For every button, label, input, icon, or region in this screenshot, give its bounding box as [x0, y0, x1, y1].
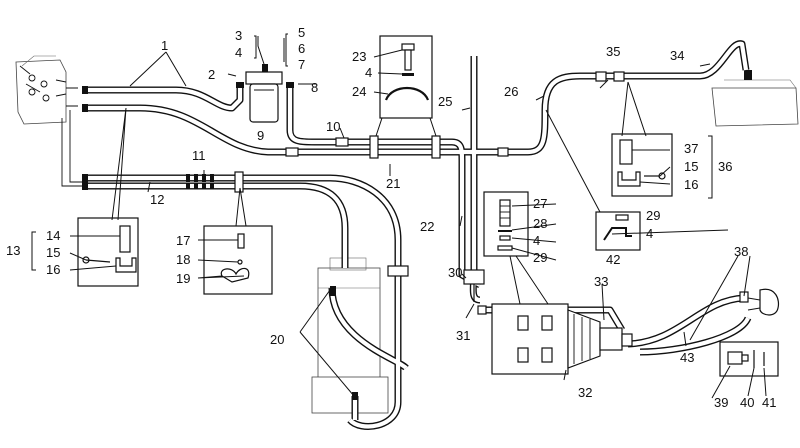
tank-return-lines — [61, 87, 84, 187]
label-39: 39 — [714, 395, 728, 410]
group-brackets — [31, 33, 713, 271]
label-13: 13 — [6, 243, 20, 258]
label-17: 17 — [176, 233, 190, 248]
fuel-filter — [245, 64, 283, 123]
label-8: 8 — [311, 80, 318, 95]
label-32: 32 — [578, 385, 592, 400]
label-38: 38 — [734, 244, 748, 259]
inset-clamp-14-16 — [77, 217, 139, 287]
label-26: 26 — [504, 84, 518, 99]
label-4-clamp: 4 — [646, 226, 653, 241]
inset-clip-17-19 — [203, 225, 273, 295]
callout-leaders — [111, 36, 751, 397]
inset-bolt-27-29 — [483, 191, 529, 257]
injection-pump — [491, 303, 633, 375]
fuel-tank-ghost — [15, 55, 67, 125]
label-28: 28 — [533, 216, 547, 231]
label-27: 27 — [533, 196, 547, 211]
label-5: 5 — [298, 25, 305, 40]
label-31: 31 — [456, 328, 470, 343]
label-30: 30 — [448, 265, 462, 280]
label-15-left: 15 — [46, 245, 60, 260]
label-4-filter: 4 — [235, 45, 242, 60]
label-10: 10 — [326, 119, 340, 134]
label-2: 2 — [208, 67, 215, 82]
engine-ghost — [311, 257, 389, 414]
label-34: 34 — [670, 48, 684, 63]
label-21: 21 — [386, 176, 400, 191]
label-33: 33 — [594, 274, 608, 289]
label-16-left: 16 — [46, 262, 60, 277]
callout-labels: 1 2 3 4 5 6 7 8 9 10 11 12 13 14 15 16 1… — [6, 25, 776, 410]
fittings — [82, 71, 749, 400]
inset-clamp-37-16 — [611, 133, 673, 197]
label-14: 14 — [46, 228, 60, 243]
inset-clamp-42 — [595, 211, 641, 251]
label-9: 9 — [257, 128, 264, 143]
label-12: 12 — [150, 192, 164, 207]
label-7: 7 — [298, 57, 305, 72]
label-4-bolt: 4 — [365, 65, 372, 80]
label-29-pump: 29 — [533, 250, 547, 265]
label-1: 1 — [161, 38, 168, 53]
pipe-bores — [85, 41, 750, 429]
label-36: 36 — [718, 159, 732, 174]
label-25: 25 — [438, 94, 452, 109]
inset-fitting-39-41 — [719, 341, 779, 377]
muffler-ghost — [711, 70, 799, 127]
label-24: 24 — [352, 84, 366, 99]
label-11: 11 — [192, 148, 206, 163]
label-16-right: 16 — [684, 177, 698, 192]
label-3: 3 — [235, 28, 242, 43]
inset-bolt-23-24 — [379, 35, 433, 119]
label-23: 23 — [352, 49, 366, 64]
label-6: 6 — [298, 41, 305, 56]
label-37: 37 — [684, 141, 698, 156]
label-15-right: 15 — [684, 159, 698, 174]
label-pointers — [69, 49, 767, 399]
label-40: 40 — [740, 395, 754, 410]
label-19: 19 — [176, 271, 190, 286]
label-18: 18 — [176, 252, 190, 267]
label-42: 42 — [606, 252, 620, 267]
label-43: 43 — [680, 350, 694, 365]
label-29-clamp: 29 — [646, 208, 660, 223]
label-20: 20 — [270, 332, 284, 347]
label-22: 22 — [420, 219, 434, 234]
air-cleaner — [747, 288, 780, 316]
label-35: 35 — [606, 44, 620, 59]
label-41: 41 — [762, 395, 776, 410]
